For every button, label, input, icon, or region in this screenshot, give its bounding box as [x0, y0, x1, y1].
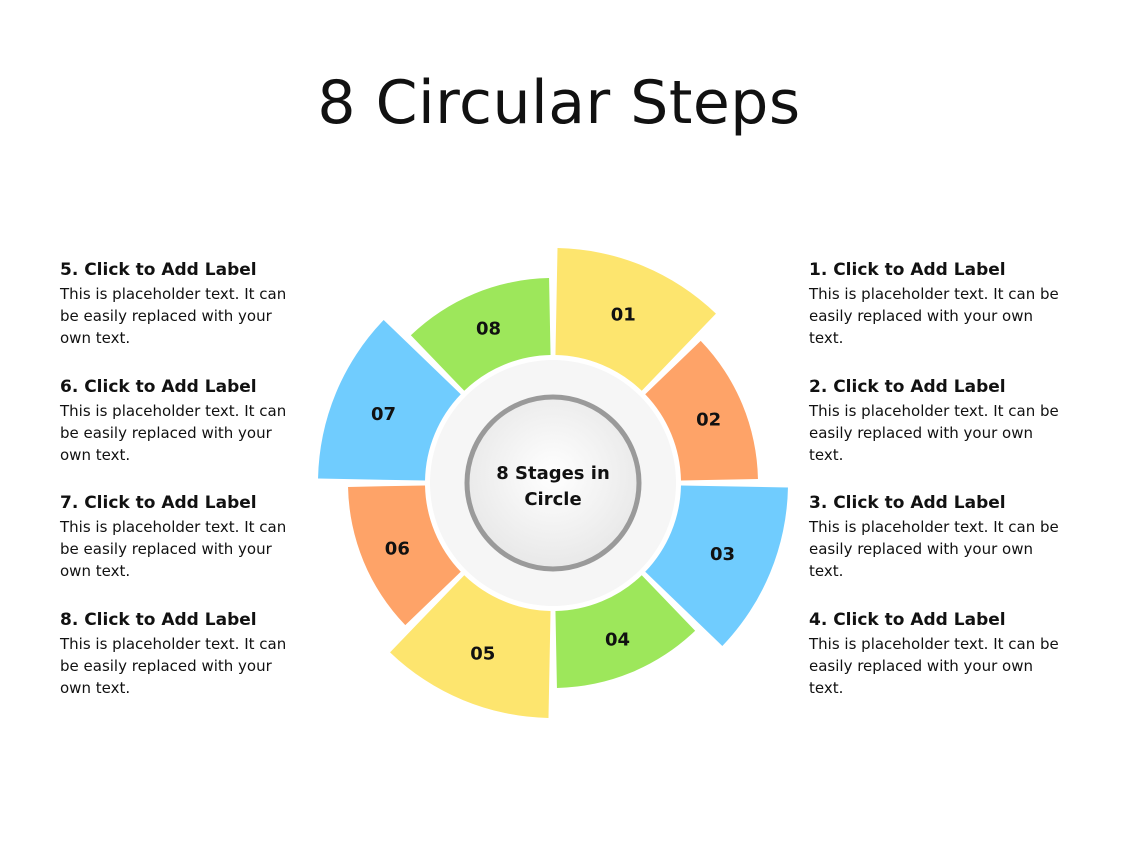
segment-03[interactable]: [645, 485, 788, 646]
segment-number-03: 03: [710, 544, 735, 565]
label-block-1[interactable]: 1. Click to Add Label This is placeholde…: [809, 259, 1069, 349]
label-title: 1. Click to Add Label: [809, 260, 1006, 280]
label-text: This is placeholder text. It can be easi…: [809, 518, 1059, 580]
segment-number-08: 08: [476, 318, 501, 339]
label-block-7[interactable]: 7. Click to Add Label This is placeholde…: [60, 492, 320, 582]
label-title: 6. Click to Add Label: [60, 377, 257, 397]
label-title: 8. Click to Add Label: [60, 610, 257, 630]
segment-02[interactable]: [645, 340, 758, 481]
label-text: This is placeholder text. It can be easi…: [809, 635, 1059, 697]
label-block-5[interactable]: 5. Click to Add Label This is placeholde…: [60, 259, 320, 349]
segment-07[interactable]: [318, 320, 461, 481]
center-label-line-2: Circle: [524, 489, 581, 510]
segment-number-04: 04: [605, 630, 630, 651]
label-block-3[interactable]: 3. Click to Add Label This is placeholde…: [809, 492, 1069, 582]
label-text: This is placeholder text. It can be easi…: [60, 518, 287, 580]
circular-steps-diagram: 01 02 03 04 05 06 07 08 8 Stages in Circle: [318, 248, 788, 718]
center-circle[interactable]: [464, 394, 642, 572]
segment-number-06: 06: [385, 538, 410, 559]
label-title: 5. Click to Add Label: [60, 260, 257, 280]
label-title: 7. Click to Add Label: [60, 493, 257, 513]
segment-number-07: 07: [371, 404, 396, 425]
segment-04[interactable]: [555, 575, 696, 688]
label-title: 4. Click to Add Label: [809, 610, 1006, 630]
center-label-line-1: 8 Stages in: [496, 463, 610, 484]
label-text: This is placeholder text. It can be easi…: [60, 635, 287, 697]
label-block-6[interactable]: 6. Click to Add Label This is placeholde…: [60, 376, 320, 466]
segment-number-02: 02: [696, 410, 721, 431]
label-text: This is placeholder text. It can be easi…: [60, 402, 287, 464]
segment-08[interactable]: [410, 278, 551, 391]
slide-title: 8 Circular Steps: [317, 68, 801, 138]
segment-number-05: 05: [470, 644, 495, 665]
label-text: This is placeholder text. It can be easi…: [809, 285, 1059, 347]
segment-05[interactable]: [390, 575, 551, 718]
label-block-2[interactable]: 2. Click to Add Label This is placeholde…: [809, 376, 1069, 466]
label-title: 3. Click to Add Label: [809, 493, 1006, 513]
label-title: 2. Click to Add Label: [809, 377, 1006, 397]
segment-number-01: 01: [611, 304, 636, 325]
label-text: This is placeholder text. It can be easi…: [809, 402, 1059, 464]
segment-06[interactable]: [348, 485, 461, 626]
label-text: This is placeholder text. It can be easi…: [60, 285, 287, 347]
label-block-8[interactable]: 8. Click to Add Label This is placeholde…: [60, 609, 320, 699]
label-block-4[interactable]: 4. Click to Add Label This is placeholde…: [809, 609, 1069, 699]
segment-01[interactable]: [555, 248, 716, 391]
